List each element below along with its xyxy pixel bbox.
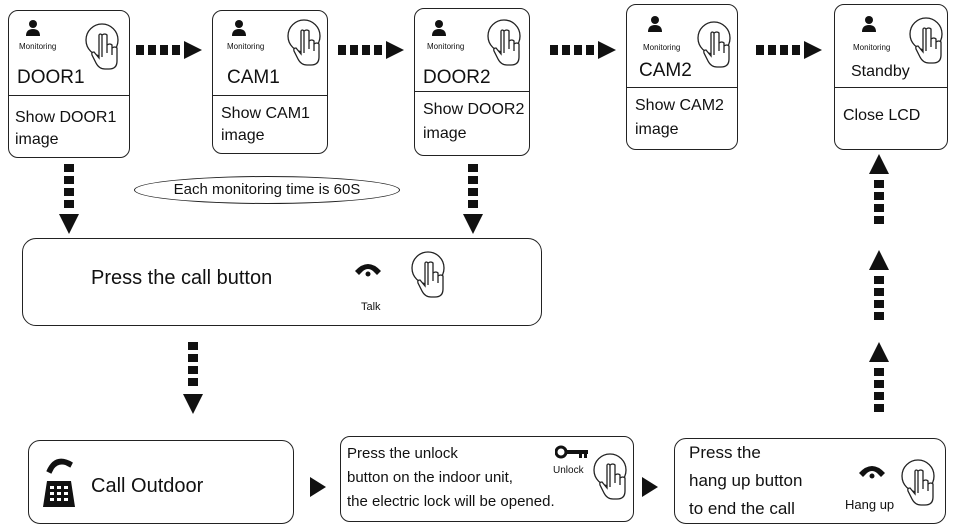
dashed-arrow-down [463, 164, 483, 234]
hangup-label: Hang up [845, 497, 895, 512]
arrow-right [642, 477, 658, 497]
dashed-arrow-up [869, 250, 889, 320]
dashed-arrow-down [59, 164, 79, 234]
hand-pointer-icon [697, 21, 731, 68]
hand-pointer-icon [487, 19, 521, 66]
screen-desc-line2: image [423, 125, 467, 142]
screen-desc-line2: image [15, 131, 59, 148]
person-icon [26, 20, 40, 36]
monitor-screen-door2: Monitoring DOOR2 Show DOOR2 image [414, 8, 530, 156]
key-icon [555, 445, 588, 459]
person-icon [232, 20, 246, 36]
monitoring-time-note: Each monitoring time is 60S [134, 176, 400, 204]
talk-label: Talk [361, 301, 381, 313]
screen-desc-line1: Show CAM1 [221, 105, 310, 122]
dashed-arrow-right [756, 41, 822, 59]
screen-title: DOOR1 [17, 67, 85, 88]
hand-pointer-icon [901, 459, 935, 506]
unlock-label: Unlock [553, 465, 584, 476]
screen-desc-line2: image [221, 127, 265, 144]
divider [9, 95, 129, 96]
hand-pointer-icon [593, 453, 627, 500]
monitor-screen-door1: Monitoring DOOR1 Show DOOR1 image [8, 10, 130, 158]
screen-title: DOOR2 [423, 67, 491, 88]
unlock-text-line2: button on the indoor unit, [347, 469, 513, 486]
dashed-arrow-right [338, 41, 404, 59]
monitor-screen-standby: Monitoring Standby Close LCD [834, 4, 948, 150]
monitoring-label: Monitoring [227, 42, 265, 51]
hangup-text-line2: hang up button [689, 471, 803, 490]
person-icon [648, 16, 662, 32]
screen-title: Standby [851, 63, 910, 80]
hangup-text-line1: Press the [689, 443, 761, 462]
screen-desc-line1: Show DOOR1 [15, 109, 117, 126]
dashed-arrow-up [869, 342, 889, 412]
note-text: Each monitoring time is 60S [173, 181, 361, 198]
call-outdoor-box: Call Outdoor [28, 440, 294, 524]
hand-pointer-icon [411, 251, 445, 298]
dashed-arrow-right [136, 41, 202, 59]
screen-title: CAM1 [227, 67, 280, 88]
screen-desc-line1: Show DOOR2 [423, 101, 525, 118]
arrow-right [310, 477, 326, 497]
divider [213, 95, 327, 96]
screen-desc-line2: image [635, 121, 679, 138]
hand-pointer-icon [85, 23, 119, 70]
dashed-arrow-right [550, 41, 616, 59]
monitoring-label: Monitoring [19, 42, 57, 51]
person-icon [862, 16, 876, 32]
hand-pointer-icon [909, 17, 943, 64]
call-button-text: Press the call button [91, 267, 273, 289]
desk-phone-icon [43, 458, 75, 507]
screen-desc-line1: Show CAM2 [635, 97, 724, 114]
hangup-text-line3: to end the call [689, 499, 795, 518]
dashed-arrow-up [869, 154, 889, 224]
monitoring-label: Monitoring [853, 43, 891, 52]
divider [835, 87, 947, 88]
hangup-box: Press the hang up button to end the call… [674, 438, 946, 524]
monitoring-label: Monitoring [643, 43, 681, 52]
monitoring-label: Monitoring [427, 42, 465, 51]
person-icon [432, 20, 446, 36]
monitor-screen-cam2: Monitoring CAM2 Show CAM2 image [626, 4, 738, 150]
divider [415, 91, 529, 92]
hand-pointer-icon [287, 19, 321, 66]
unlock-text-line3: the electric lock will be opened. [347, 493, 555, 510]
handset-icon [355, 264, 381, 277]
screen-title: CAM2 [639, 60, 692, 81]
press-call-button-box: Press the call button Talk [22, 238, 542, 326]
dashed-arrow-down [183, 342, 203, 414]
handset-icon [859, 466, 885, 479]
screen-desc-line1: Close LCD [843, 107, 921, 124]
unlock-text-line1: Press the unlock [347, 445, 458, 462]
divider [627, 87, 737, 88]
unlock-box: Press the unlock button on the indoor un… [340, 436, 634, 522]
call-outdoor-text: Call Outdoor [91, 475, 204, 497]
monitor-screen-cam1: Monitoring CAM1 Show CAM1 image [212, 10, 328, 154]
